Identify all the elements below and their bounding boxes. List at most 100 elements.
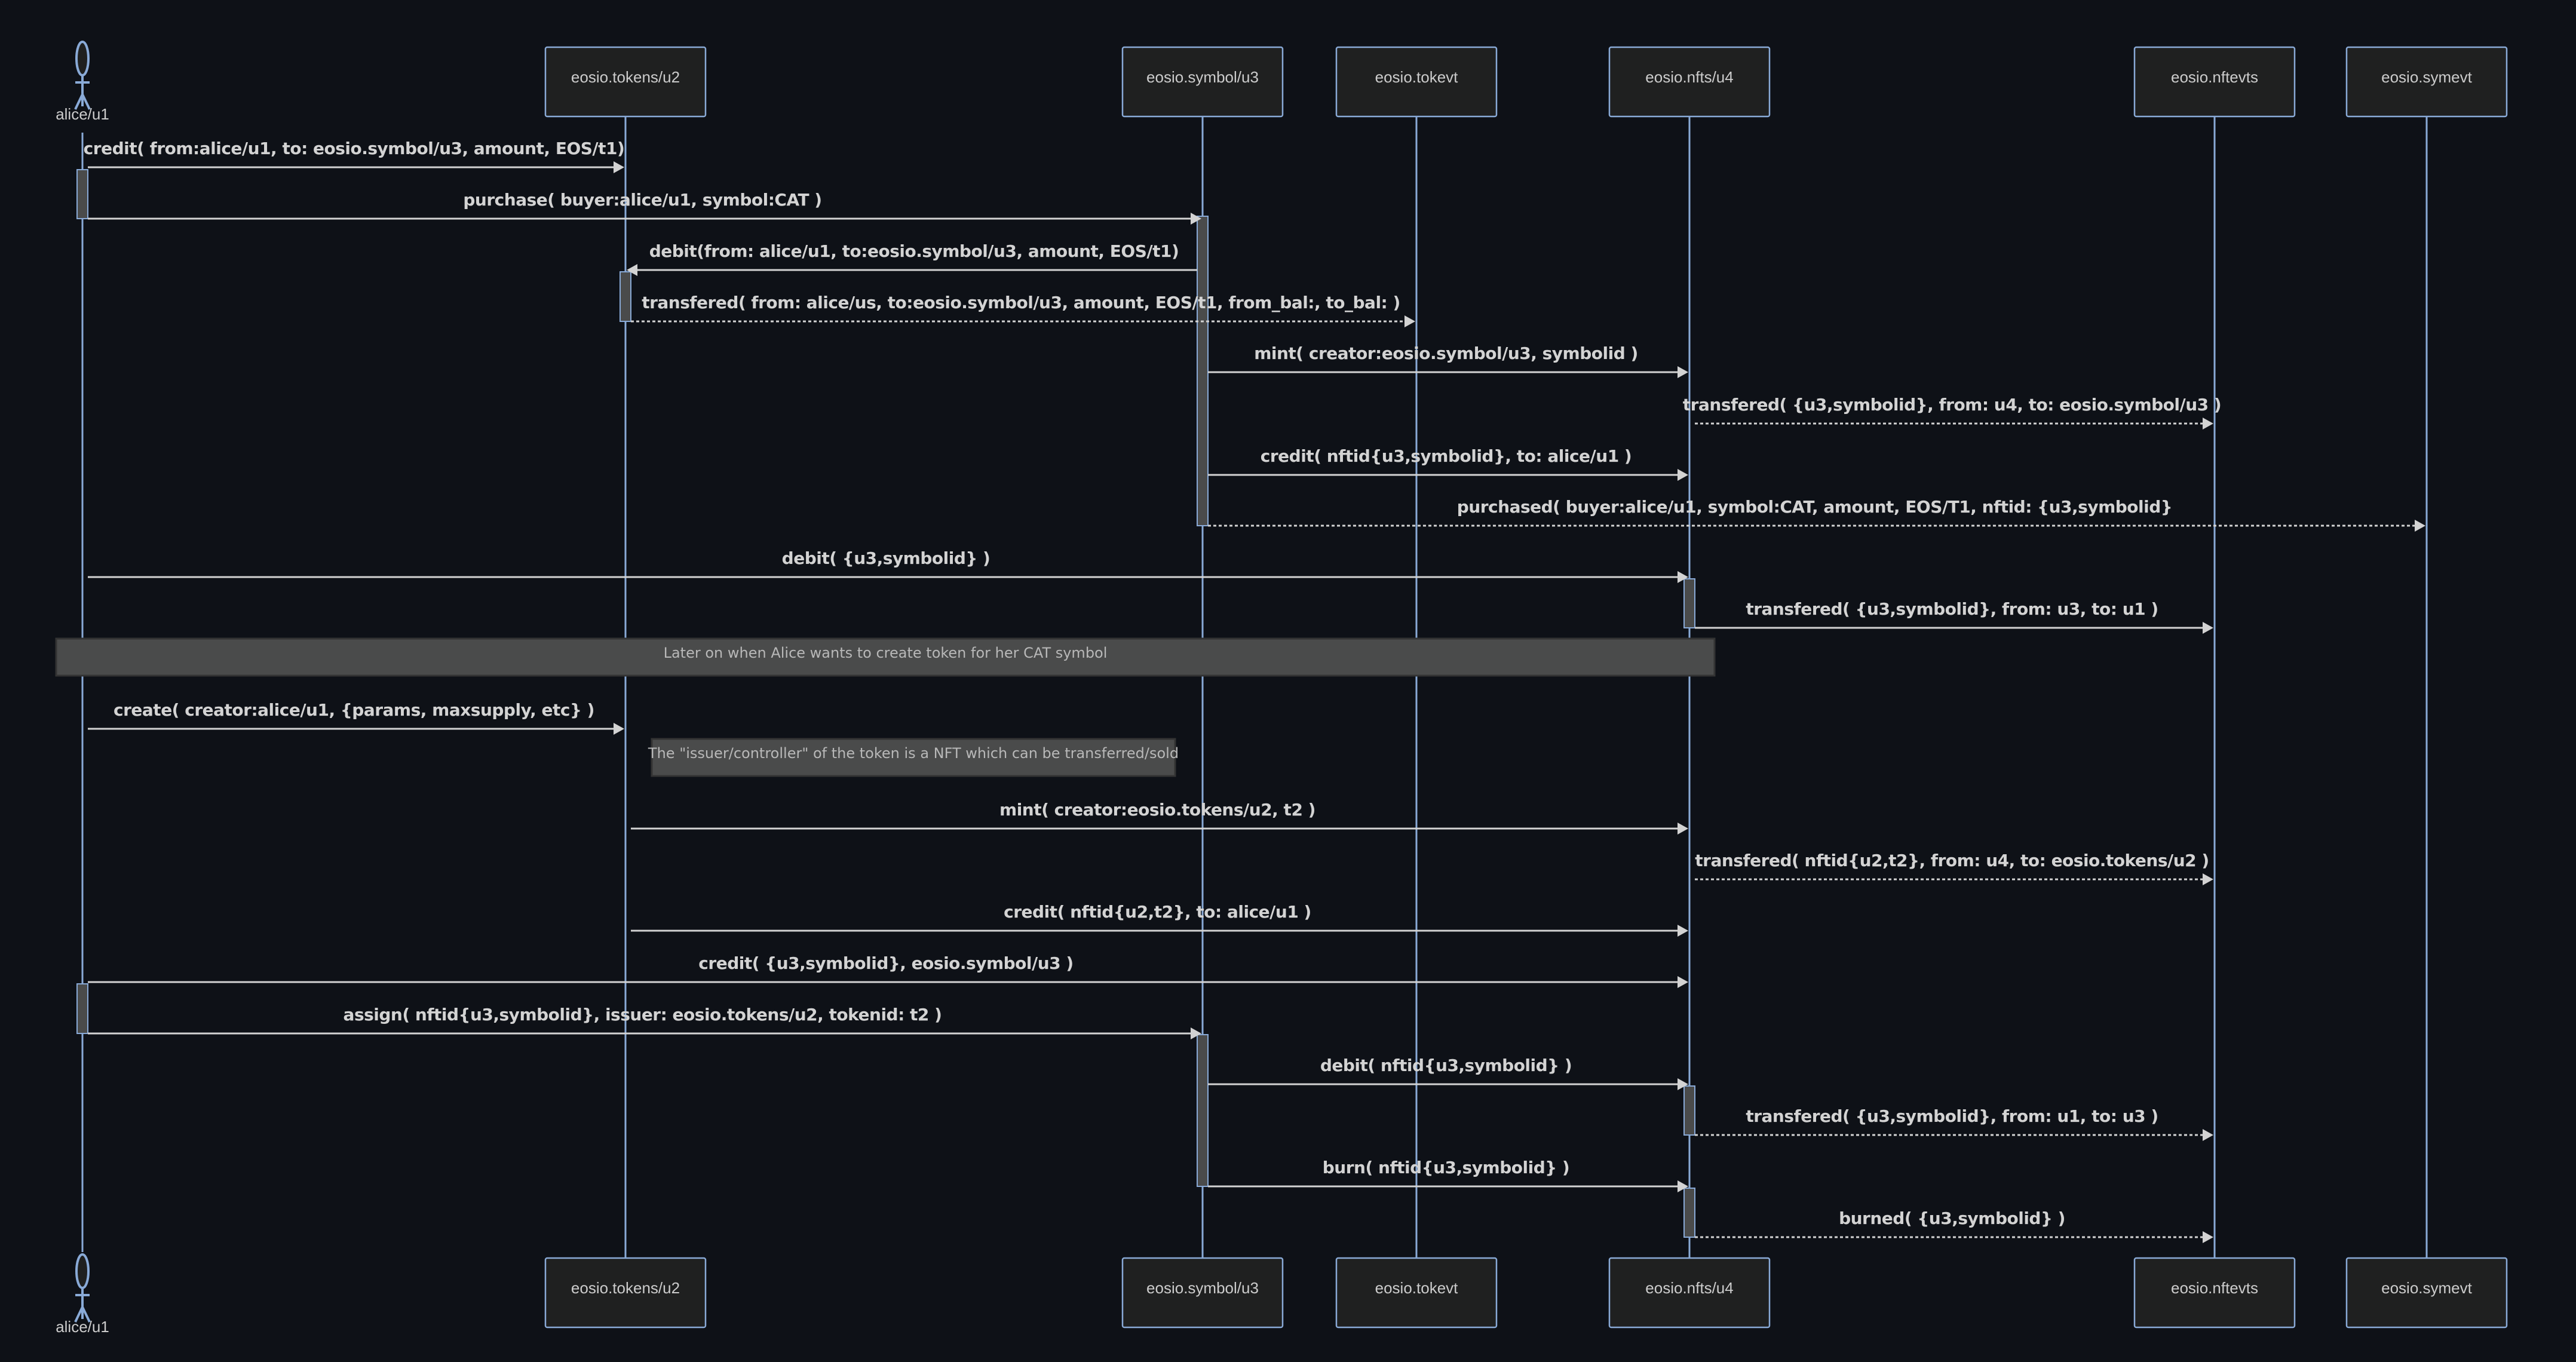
- message-label: create( creator:alice/u1, {params, maxsu…: [114, 700, 594, 720]
- activation-bar-alice: [76, 983, 88, 1034]
- arrowhead-icon: [2203, 1231, 2213, 1243]
- message-transfered[interactable]: transfered( nftid{u2,t2}, from: u4, to: …: [1695, 851, 2213, 885]
- participant-eosio-symbol-u3-bottom[interactable]: eosio.symbol/u3: [1121, 1257, 1284, 1329]
- participant-box: [2133, 46, 2296, 118]
- actor-leg-icon: [74, 1306, 84, 1323]
- participant-eosio-tokens-u2-top[interactable]: eosio.tokens/u2: [544, 46, 707, 118]
- participant-label: eosio.symevt: [2381, 68, 2472, 86]
- note-text: The "issuer/controller" of the token is …: [648, 745, 1179, 762]
- participant-label: eosio.tokens/u2: [571, 68, 680, 86]
- participant-box: [544, 1257, 707, 1329]
- participant-box: [1335, 1257, 1498, 1329]
- message-credit[interactable]: credit( nftid{u2,t2}, to: alice/u1 ): [631, 902, 1688, 937]
- arrowhead-icon: [1191, 1027, 1201, 1039]
- message-debit[interactable]: debit( {u3,symbolid} ): [88, 548, 1688, 583]
- arrowhead-icon: [1191, 213, 1201, 225]
- participant-eosio-symbol-u3-top[interactable]: eosio.symbol/u3: [1121, 46, 1284, 118]
- arrowhead-icon: [2203, 622, 2213, 634]
- message-mint[interactable]: mint( creator:eosio.tokens/u2, t2 ): [631, 800, 1688, 835]
- message-label: transfered( from: alice/us, to:eosio.sym…: [642, 293, 1400, 312]
- activation-bar-nfts: [1683, 1188, 1695, 1238]
- message-purchase[interactable]: purchase( buyer:alice/u1, symbol:CAT ): [88, 190, 1201, 225]
- participant-eosio-nftevts-top[interactable]: eosio.nftevts: [2133, 46, 2296, 118]
- actor-leg-icon: [81, 94, 91, 110]
- actor-label: alice/u1: [56, 1318, 109, 1336]
- message-label: credit( nftid{u3,symbolid}, to: alice/u1…: [1261, 446, 1632, 466]
- note: The "issuer/controller" of the token is …: [648, 738, 1179, 777]
- message-credit[interactable]: credit( {u3,symbolid}, eosio.symbol/u3 ): [88, 953, 1688, 988]
- arrowhead-icon: [614, 723, 624, 735]
- message-purchased[interactable]: purchased( buyer:alice/u1, symbol:CAT, a…: [1208, 497, 2425, 532]
- participant-label: eosio.nfts/u4: [1645, 68, 1733, 86]
- message-debit[interactable]: debit(from: alice/u1, to:eosio.symbol/u3…: [627, 241, 1197, 276]
- participant-eosio-tokens-u2-bottom[interactable]: eosio.tokens/u2: [544, 1257, 707, 1329]
- notes: Later on when Alice wants to create toke…: [55, 637, 1716, 777]
- arrowhead-icon: [2203, 1129, 2213, 1141]
- note-box: [651, 738, 1176, 777]
- activation-bar-alice: [76, 169, 88, 219]
- participant-eosio-nfts-u4-bottom[interactable]: eosio.nfts/u4: [1608, 1257, 1771, 1329]
- participant-label: eosio.nfts/u4: [1645, 1279, 1733, 1297]
- message-credit[interactable]: credit( from:alice/u1, to: eosio.symbol/…: [84, 139, 625, 173]
- message-transfered[interactable]: transfered( {u3,symbolid}, from: u4, to:…: [1683, 395, 2222, 430]
- message-debit[interactable]: debit( nftid{u3,symbolid} ): [1208, 1056, 1688, 1090]
- note-text: Later on when Alice wants to create toke…: [664, 645, 1108, 661]
- arrowhead-icon: [1678, 571, 1688, 583]
- participant-box: [1608, 1257, 1771, 1329]
- participant-box: [1121, 1257, 1284, 1329]
- message-label: mint( creator:eosio.symbol/u3, symbolid …: [1254, 343, 1638, 363]
- message-burn[interactable]: burn( nftid{u3,symbolid} ): [1208, 1158, 1688, 1192]
- arrowhead-icon: [1678, 925, 1688, 937]
- message-label: debit( {u3,symbolid} ): [782, 548, 990, 568]
- participant-box: [2345, 1257, 2508, 1329]
- participant-label: eosio.nftevts: [2171, 68, 2258, 86]
- participant-eosio-tokevt-bottom[interactable]: eosio.tokevt: [1335, 1257, 1498, 1329]
- message-label: debit( nftid{u3,symbolid} ): [1320, 1056, 1572, 1075]
- participant-eosio-nfts-u4-top[interactable]: eosio.nfts/u4: [1608, 46, 1771, 118]
- actor-label: alice/u1: [56, 105, 109, 123]
- message-transfered[interactable]: transfered( {u3,symbolid}, from: u3, to:…: [1695, 599, 2213, 634]
- note: Later on when Alice wants to create toke…: [55, 637, 1716, 677]
- arrowhead-icon: [1678, 1180, 1688, 1192]
- participant-eosio-nftevts-bottom[interactable]: eosio.nftevts: [2133, 1257, 2296, 1329]
- activation-bar-symbol: [1197, 216, 1209, 526]
- message-assign[interactable]: assign( nftid{u3,symbolid}, issuer: eosi…: [88, 1005, 1201, 1039]
- message-burned[interactable]: burned( {u3,symbolid} ): [1695, 1208, 2213, 1243]
- participant-label: eosio.symevt: [2381, 1279, 2472, 1297]
- arrowhead-icon: [1678, 366, 1688, 378]
- participant-box: [2133, 1257, 2296, 1329]
- participant-box: [2345, 46, 2508, 118]
- message-label: burn( nftid{u3,symbolid} ): [1323, 1158, 1569, 1177]
- message-label: credit( {u3,symbolid}, eosio.symbol/u3 ): [698, 953, 1073, 973]
- arrowhead-icon: [1404, 315, 1415, 327]
- note-box: [55, 637, 1716, 677]
- message-credit[interactable]: credit( nftid{u3,symbolid}, to: alice/u1…: [1208, 446, 1688, 481]
- participant-label: eosio.tokevt: [1375, 68, 1459, 86]
- message-label: purchased( buyer:alice/u1, symbol:CAT, a…: [1457, 497, 2172, 517]
- message-mint[interactable]: mint( creator:eosio.symbol/u3, symbolid …: [1208, 343, 1688, 378]
- message-label: credit( from:alice/u1, to: eosio.symbol/…: [84, 139, 625, 158]
- message-create[interactable]: create( creator:alice/u1, {params, maxsu…: [88, 700, 624, 735]
- participant-alice-u1-top[interactable]: alice/u1: [56, 41, 109, 123]
- message-label: transfered( {u3,symbolid}, from: u4, to:…: [1683, 395, 2221, 415]
- participant-eosio-symevt-bottom[interactable]: eosio.symevt: [2345, 1257, 2508, 1329]
- message-label: transfered( {u3,symbolid}, from: u3, to:…: [1746, 599, 2158, 619]
- message-label: credit( nftid{u2,t2}, to: alice/u1 ): [1004, 902, 1311, 922]
- arrowhead-icon: [2203, 873, 2213, 885]
- activation-bar-symbol: [1197, 1034, 1209, 1187]
- message-transfered[interactable]: transfered( from: alice/us, to:eosio.sym…: [631, 293, 1415, 327]
- activation-bar-tokens: [620, 271, 631, 322]
- participant-eosio-symevt-top[interactable]: eosio.symevt: [2345, 46, 2508, 118]
- arrowhead-icon: [1678, 1078, 1688, 1090]
- participant-alice-u1-bottom[interactable]: alice/u1: [56, 1253, 109, 1336]
- activation-bar-nfts: [1683, 1085, 1695, 1136]
- message-label: burned( {u3,symbolid} ): [1839, 1208, 2065, 1228]
- arrowhead-icon: [2415, 520, 2425, 532]
- actor-leg-icon: [81, 1306, 91, 1323]
- actor-leg-icon: [74, 94, 84, 110]
- arrowhead-icon: [1678, 976, 1688, 988]
- participant-eosio-tokevt-top[interactable]: eosio.tokevt: [1335, 46, 1498, 118]
- message-transfered[interactable]: transfered( {u3,symbolid}, from: u1, to:…: [1695, 1106, 2213, 1141]
